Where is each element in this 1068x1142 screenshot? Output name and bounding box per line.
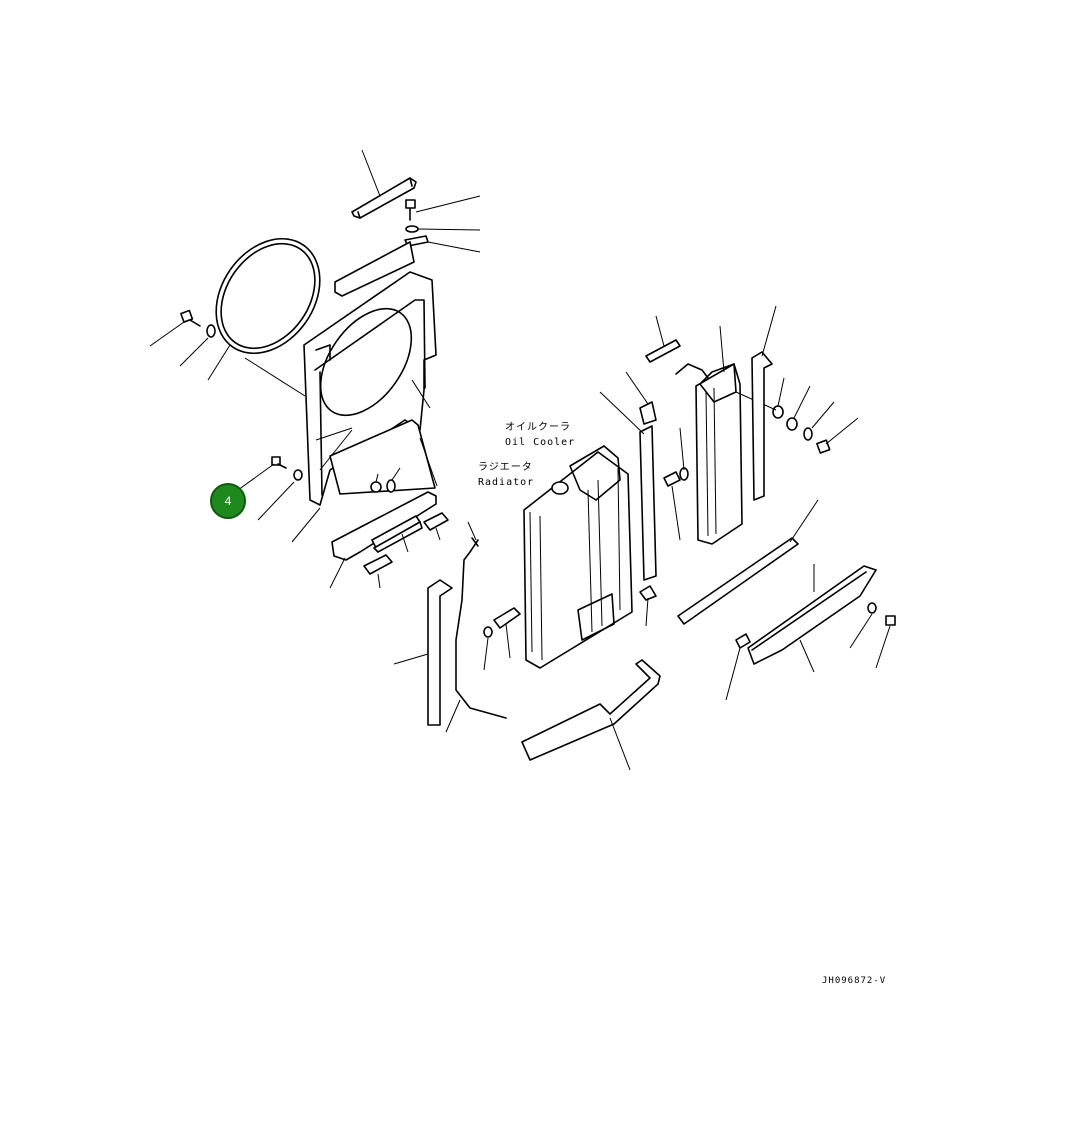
middle-seal-strips bbox=[639, 401, 657, 601]
fan-shroud bbox=[303, 271, 437, 506]
part-callout-4[interactable]: 4 bbox=[210, 483, 246, 519]
right-side-cover bbox=[747, 565, 877, 665]
radiator-label-jp: ラジエータ bbox=[478, 462, 533, 473]
bottom-u-bracket bbox=[521, 659, 661, 761]
oil-cooler bbox=[675, 363, 743, 545]
top-bracket bbox=[351, 177, 417, 219]
radiator-label-en: Radiator bbox=[478, 477, 535, 488]
top-bolt bbox=[404, 199, 429, 247]
left-bolt bbox=[180, 309, 216, 338]
radiator-seal-blocks bbox=[483, 607, 521, 638]
rubber-blocks bbox=[363, 512, 449, 575]
drawing-code: JH096872-V bbox=[822, 976, 887, 986]
oil-cooler-label-jp: オイルクーラ bbox=[505, 422, 571, 433]
long-diagonal-seal bbox=[677, 537, 799, 625]
shroud-top-bracket bbox=[334, 241, 415, 297]
oil-cooler-label-en: Oil Cooler bbox=[505, 437, 576, 448]
drain-hose bbox=[455, 537, 507, 719]
right-seal-strip bbox=[751, 351, 773, 501]
right-cover-bolts bbox=[735, 602, 896, 649]
cooler-fasteners bbox=[663, 405, 831, 487]
callout-bolt bbox=[271, 456, 303, 481]
callout-number: 4 bbox=[224, 494, 232, 508]
radiator-core bbox=[523, 445, 633, 669]
left-seal-strip bbox=[427, 579, 453, 726]
fan-ring bbox=[215, 237, 321, 355]
small-rod bbox=[645, 339, 681, 363]
